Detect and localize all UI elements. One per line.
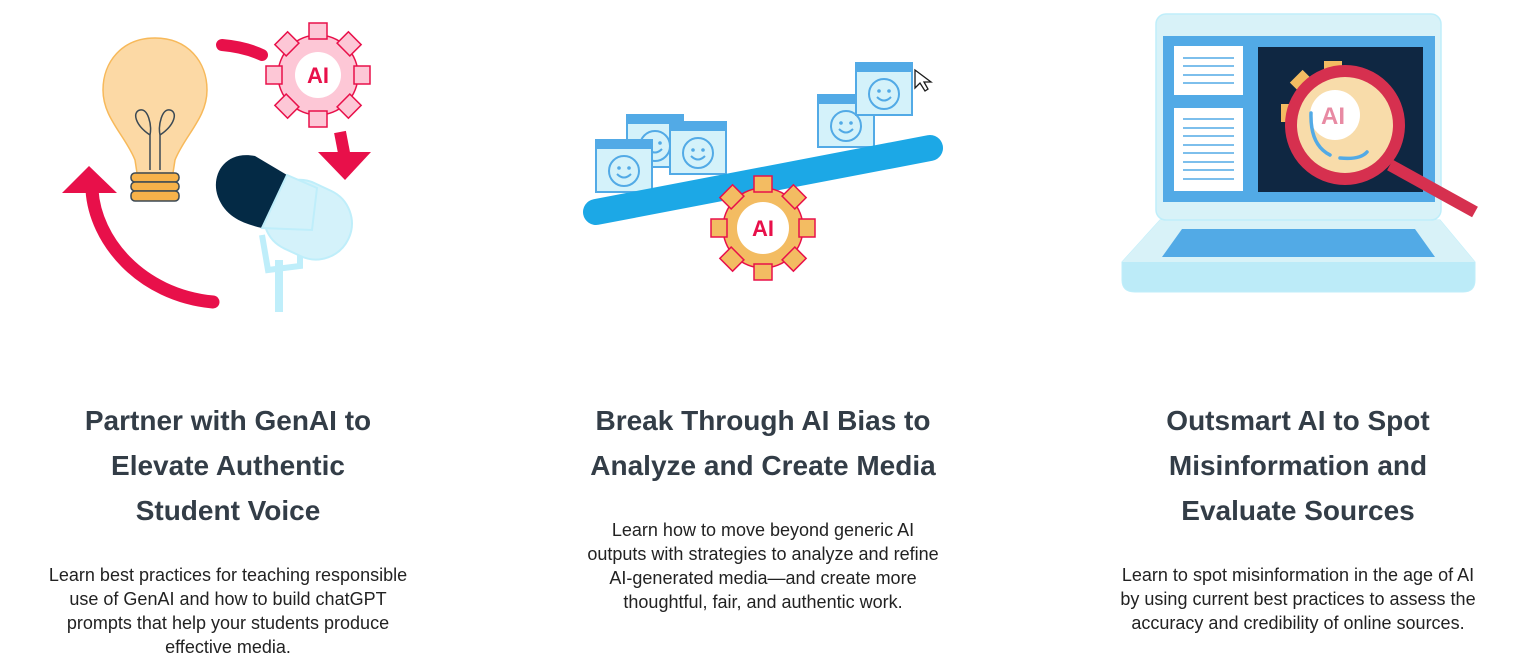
card-title: Break Through AI Bias to Analyze and Cre… <box>590 405 936 481</box>
card-title: Outsmart AI to Spot Misinformation and E… <box>1166 405 1430 526</box>
illustrations: AI AI <box>62 13 1478 312</box>
face-card-icon <box>669 121 727 175</box>
dash-arrow <box>216 39 268 61</box>
card-description: Learn best practices for teaching respon… <box>48 565 408 657</box>
gear-icon: AI <box>710 175 816 281</box>
feature-card-misinformation: Outsmart AI to Spot Misinformation and E… <box>1088 398 1508 635</box>
lightbulb-icon <box>102 37 208 202</box>
gear-ai-label: AI <box>307 63 329 88</box>
magnifier-icon <box>1285 65 1405 185</box>
seesaw-gear-faces-illustration: AI <box>583 62 943 281</box>
card-description: Learn to spot misinformation in the age … <box>1120 565 1476 633</box>
face-card-icon <box>855 62 913 116</box>
gear-ai-label: AI <box>1321 103 1345 130</box>
feature-card-ai-bias: Break Through AI Bias to Analyze and Cre… <box>553 398 973 614</box>
lightbulb-gear-microphone-illustration: AI <box>62 22 371 312</box>
laptop-magnifier-illustration: AI <box>1121 13 1478 293</box>
magnifier-handle <box>1387 159 1478 218</box>
feature-card-student-voice: Partner with GenAI to Elevate Authentic … <box>18 398 438 659</box>
card-title: Partner with GenAI to Elevate Authentic … <box>84 405 372 526</box>
card-description: Learn how to move beyond generic AI outp… <box>587 520 939 612</box>
cursor-icon <box>914 68 933 92</box>
face-card-icon <box>595 139 653 193</box>
microphone-icon <box>215 155 353 312</box>
cycle-arrow <box>85 183 220 309</box>
gear-ai-label: AI <box>752 216 774 241</box>
gear-icon: AI <box>265 22 371 128</box>
